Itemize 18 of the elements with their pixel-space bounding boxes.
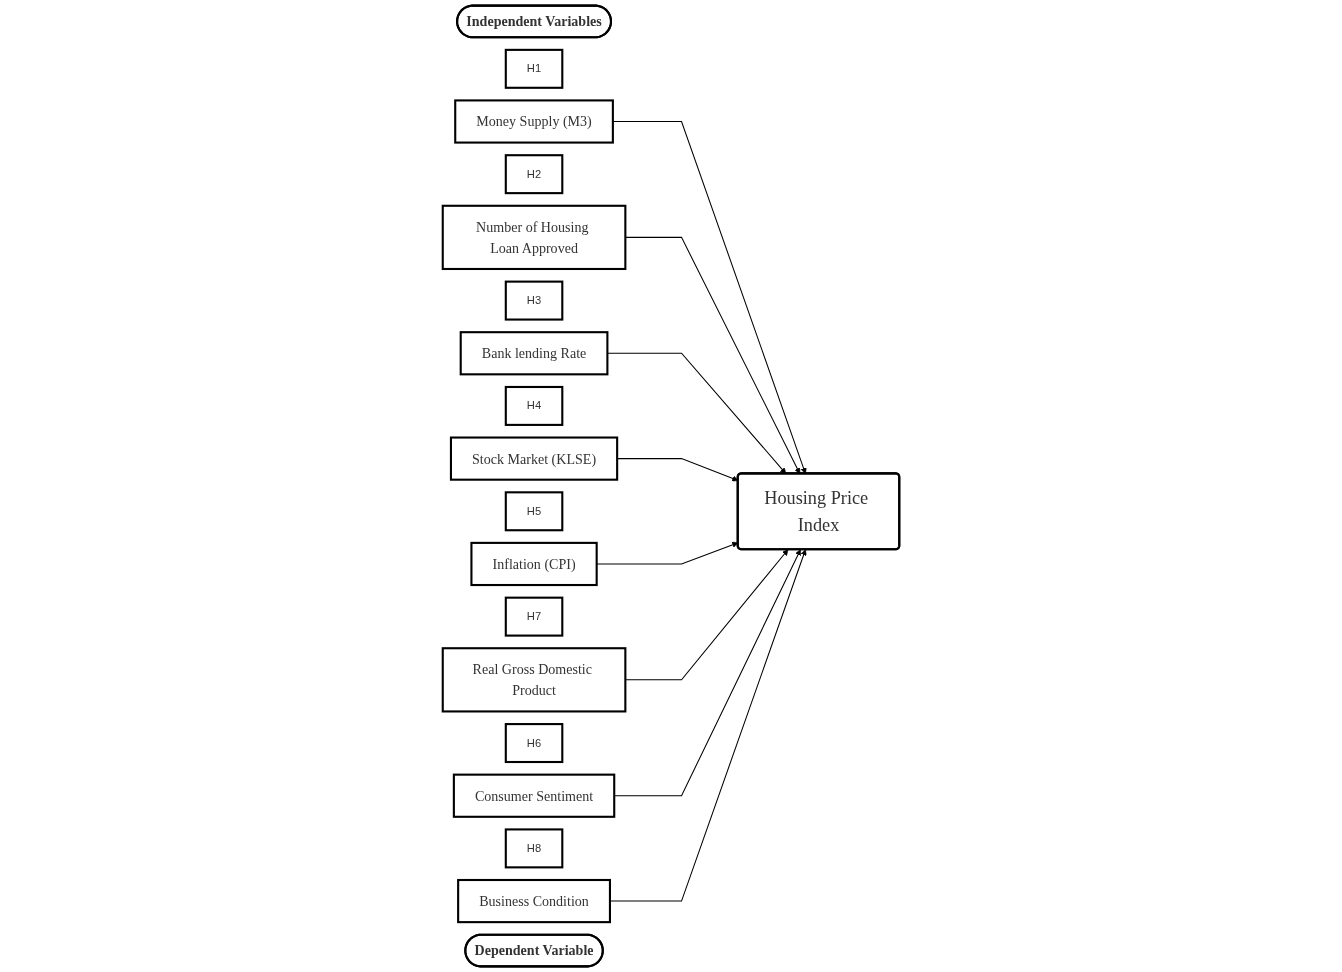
- node-box: Business Condition: [457, 878, 611, 924]
- arrow: [612, 120, 807, 474]
- node-box: Stock Market (KLSE): [449, 436, 619, 481]
- node-box: Number of Housing Loan Approved: [441, 204, 627, 271]
- node-box: H8: [504, 828, 564, 869]
- node-box: H5: [504, 491, 564, 532]
- node-box: Real Gross Domestic Product: [441, 647, 627, 713]
- node-box: Consumer Sentiment: [452, 773, 616, 818]
- node-box: H3: [504, 280, 564, 321]
- node-box: H1: [504, 48, 564, 89]
- node-box: Inflation (CPI): [470, 541, 598, 587]
- node-box: H2: [504, 154, 564, 195]
- node-box: Bank lending Rate: [459, 331, 609, 376]
- node-box: H7: [504, 596, 564, 637]
- node-box: H4: [504, 385, 564, 426]
- node-box: H6: [504, 723, 564, 764]
- arrow: [609, 549, 807, 902]
- node-box: Money Supply (M3): [454, 99, 614, 144]
